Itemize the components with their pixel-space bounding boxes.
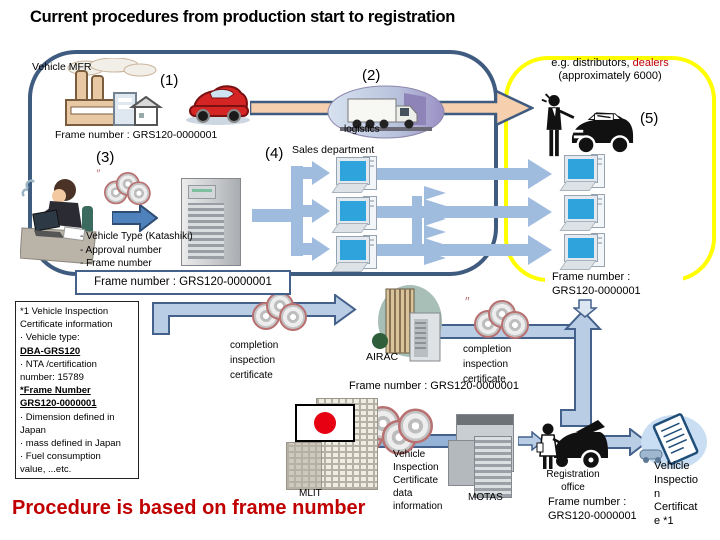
airac-building-icon bbox=[372, 285, 442, 362]
dealer-bar-3 bbox=[376, 244, 528, 256]
fanout-head-4 bbox=[424, 225, 446, 239]
factory-icon bbox=[65, 58, 164, 126]
step-4-label: (4) bbox=[265, 145, 284, 162]
dealer-head-1 bbox=[528, 159, 552, 189]
dealers-heading-black: e.g. distributors, bbox=[551, 57, 630, 69]
fanout-connector bbox=[412, 196, 422, 256]
dealer-frame-number: Frame number : GRS120-0000001 bbox=[552, 271, 641, 297]
desktop-pc-icon bbox=[331, 196, 380, 234]
production-data-item: - Vehicle Type (Katashiki) bbox=[80, 231, 193, 242]
dealers-heading-sub: (approximately 6000) bbox=[558, 69, 662, 82]
sales-trunk bbox=[291, 166, 303, 256]
truck-icon bbox=[327, 85, 445, 139]
sales-branch-3 bbox=[303, 243, 312, 255]
footer-message: Procedure is based on frame number bbox=[12, 497, 366, 519]
vic-info-line: Japan bbox=[20, 424, 46, 436]
vic-info-line: GRS120-0000001 bbox=[20, 398, 97, 410]
airac-frame-number: Frame number : GRS120-0000001 bbox=[349, 380, 519, 392]
completion-cert-label-left: completion inspection certificate bbox=[230, 340, 279, 381]
step-5-label: (5) bbox=[640, 110, 659, 127]
certificate-icon bbox=[639, 413, 707, 469]
frame-number-box: Frame number : GRS120-0000001 bbox=[75, 270, 291, 295]
frame-number-box-text: Frame number : GRS120-0000001 bbox=[94, 276, 272, 288]
japan-flag-icon bbox=[295, 404, 355, 442]
motas-label: MOTAS bbox=[468, 492, 503, 503]
sales-in-bar bbox=[252, 209, 292, 222]
dealer-icon bbox=[541, 93, 634, 157]
completion-cert-label-right: completion inspection certificate bbox=[463, 344, 512, 385]
dealer-head-2 bbox=[528, 197, 552, 227]
server-icon bbox=[181, 178, 241, 266]
production-data-item: - Approval number bbox=[80, 244, 162, 256]
dealer-bar-2 bbox=[376, 206, 528, 218]
vic-info-line: DBA-GRS120 bbox=[20, 345, 81, 357]
sales-branch-head-3 bbox=[312, 237, 330, 261]
fanout-head-5 bbox=[424, 238, 446, 252]
mainframe-icon bbox=[448, 414, 514, 498]
vic-info-box: *1 Vehicle Inspection Certificate inform… bbox=[15, 301, 139, 479]
vic-info-line: number: 15789 bbox=[20, 372, 84, 384]
dealer-bar-1 bbox=[376, 168, 528, 180]
certificate-label: Vehicle Inspectio n Certificat e *1 bbox=[654, 460, 699, 528]
sales-department-label: Sales department bbox=[292, 144, 375, 156]
fanout-head-6 bbox=[424, 251, 446, 265]
desktop-pc-icon bbox=[559, 233, 608, 271]
registration-office-label: Registration office bbox=[546, 469, 600, 493]
mlit-label: MLIT bbox=[299, 488, 322, 499]
logistics-label: logistics bbox=[344, 124, 380, 135]
registration-frame-number: Frame number : GRS120-0000001 bbox=[548, 496, 637, 522]
sales-branch-head-2 bbox=[312, 199, 330, 223]
sales-branch-1 bbox=[303, 167, 312, 179]
vic-info-line: · Fuel consumption bbox=[20, 451, 101, 463]
desktop-pc-icon bbox=[559, 194, 608, 232]
slide-title: Current procedures from production start… bbox=[30, 8, 456, 26]
vic-info-line: · Dimension defined in bbox=[20, 411, 115, 423]
production-data-item: - Frame number bbox=[80, 258, 152, 269]
vic-info-line: *Frame Number bbox=[20, 385, 91, 397]
step-2-label: (2) bbox=[362, 67, 381, 84]
down-arrow-icon bbox=[573, 299, 598, 318]
data-entry-arrow bbox=[112, 204, 158, 232]
vic-info-line: value, ...etc. bbox=[20, 464, 72, 476]
vehicle-mfr-label: Vehicle MFR bbox=[32, 61, 92, 73]
step-3-label: (3) bbox=[96, 149, 115, 166]
dealer-head-3 bbox=[528, 235, 552, 265]
fanout-head-1 bbox=[424, 186, 446, 200]
sales-branch-2 bbox=[303, 205, 312, 217]
vic-info-line: · NTA /certification bbox=[20, 358, 97, 370]
fanout-head-2 bbox=[424, 199, 446, 213]
vic-info-line: · mass defined in Japan bbox=[20, 438, 121, 450]
server-panel bbox=[188, 185, 216, 199]
clerk-icon bbox=[20, 179, 97, 265]
desktop-pc-icon bbox=[331, 235, 380, 273]
vic-data-info: Vehicle Inspection Certificate data info… bbox=[393, 449, 443, 512]
car-icon bbox=[186, 85, 250, 125]
vic-info-line: · Vehicle type: bbox=[20, 332, 80, 344]
airac-label: AIRAC bbox=[366, 351, 399, 363]
server-slots bbox=[188, 203, 224, 259]
dealers-heading-red: dealers bbox=[632, 57, 669, 69]
dealers-heading: e.g. distributors, dealers (approximatel… bbox=[514, 57, 706, 82]
step-1-label: (1) bbox=[160, 72, 179, 89]
fanout-head-3 bbox=[424, 212, 446, 226]
desktop-pc-icon bbox=[331, 156, 380, 194]
mlit-annex bbox=[286, 442, 322, 490]
outline-gap-patch bbox=[545, 272, 683, 286]
vic-info-line: *1 Vehicle Inspection bbox=[20, 306, 109, 317]
production-data-list: - Vehicle Type (Katashiki) - Approval nu… bbox=[80, 230, 193, 271]
vic-info-line: Certificate information bbox=[20, 319, 113, 331]
mfr-frame-number: Frame number : GRS120-0000001 bbox=[55, 129, 218, 141]
mechanic-icon bbox=[536, 420, 608, 471]
sales-branch-head-1 bbox=[312, 161, 330, 185]
desktop-pc-icon bbox=[559, 154, 608, 192]
